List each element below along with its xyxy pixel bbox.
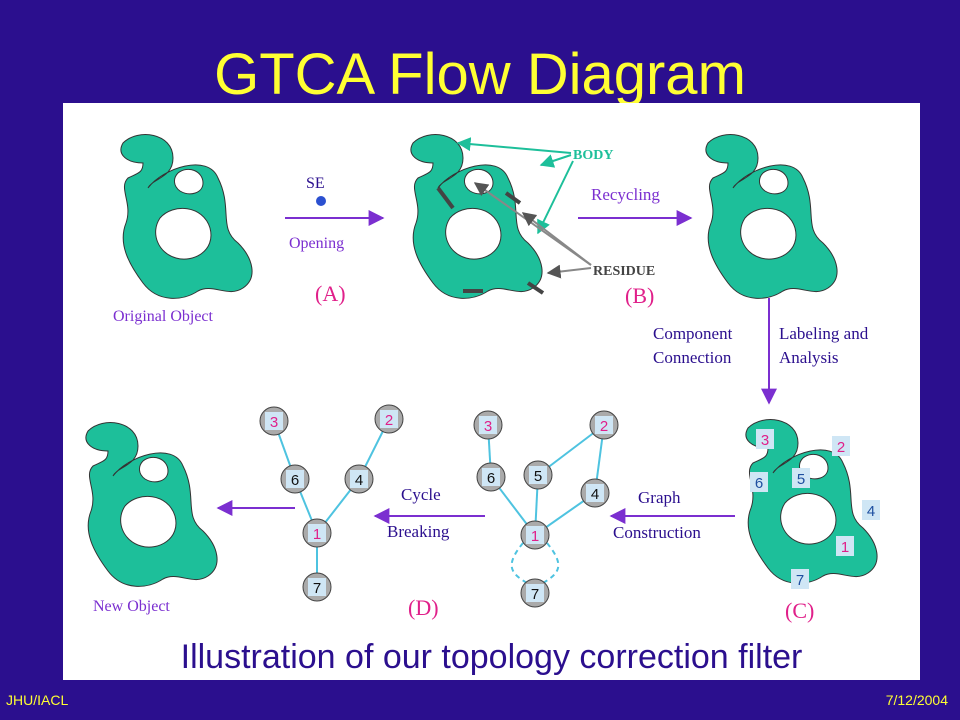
full-graph-node-label-4: 4 <box>591 486 599 503</box>
body-arrow-3 <box>537 160 574 235</box>
tree-graph-node-label-1: 1 <box>313 526 321 543</box>
footer-date: 7/12/2004 <box>885 692 948 708</box>
tree-graph-node-label-4: 4 <box>355 472 363 489</box>
full-graph-node-1: 1 <box>520 520 550 550</box>
full-graph-dashed-edge-2 <box>510 542 528 584</box>
residue-arrow-2 <box>521 212 592 266</box>
slide-title: GTCA Flow Diagram <box>214 42 746 107</box>
full-graph-node-5: 5 <box>523 460 553 490</box>
new-object-label: New Object <box>93 598 170 615</box>
tree-graph-node-1: 1 <box>302 518 332 548</box>
body-arrow-1 <box>456 137 572 154</box>
tree-graph-node-label-7: 7 <box>313 580 321 597</box>
svg-text:7: 7 <box>796 572 804 589</box>
residue-label: RESIDUE <box>593 264 655 279</box>
tree-graph-node-label-2: 2 <box>385 412 393 429</box>
original-object-shape <box>120 134 253 299</box>
component-label-1: 1 <box>836 536 854 556</box>
full-graph-node-label-1: 1 <box>531 528 539 545</box>
full-graph-node-6: 6 <box>476 462 506 492</box>
component-label-5: 5 <box>792 468 810 488</box>
full-graph-node-3: 3 <box>473 410 503 440</box>
tree-graph-node-label-6: 6 <box>291 472 299 489</box>
analysis-label: Analysis <box>779 348 839 367</box>
tree-graph-node-label-3: 3 <box>270 414 278 431</box>
tree-graph-node-7: 7 <box>302 572 332 602</box>
tree-graph-node-2: 2 <box>374 404 404 434</box>
component-label-4: 4 <box>862 500 880 520</box>
component-label-7: 7 <box>791 569 809 589</box>
svg-text:2: 2 <box>837 439 845 456</box>
component-label-6: 6 <box>750 472 768 492</box>
svg-text:5: 5 <box>797 471 805 488</box>
diagram-panel: Original Object SE Opening (A) BODY RESI… <box>63 103 920 680</box>
full-graph-dashed-edge <box>542 542 560 584</box>
breaking-label: Breaking <box>387 522 450 541</box>
tree-graph-node-4: 4 <box>344 464 374 494</box>
footer-org: JHU/IACL <box>6 692 69 708</box>
body-residue-shape <box>410 134 545 299</box>
connection-label: Connection <box>653 348 732 367</box>
body-arrow-2 <box>539 154 572 168</box>
recycling-label: Recycling <box>591 185 660 204</box>
full-graph-node-label-3: 3 <box>484 418 492 435</box>
svg-text:6: 6 <box>755 475 763 492</box>
construction-label: Construction <box>613 523 701 542</box>
component-label: Component <box>653 324 733 343</box>
new-object-shape <box>85 422 218 587</box>
original-object-label: Original Object <box>113 308 214 325</box>
full-graph-node-2: 2 <box>589 410 619 440</box>
figure-caption: Illustration of our topology correction … <box>180 638 803 676</box>
svg-text:3: 3 <box>761 432 769 449</box>
svg-text:1: 1 <box>841 539 849 556</box>
component-labels: 3 2 6 5 4 1 7 <box>750 429 880 589</box>
tree-graph-node-6: 6 <box>280 464 310 494</box>
full-graph-node-label-6: 6 <box>487 470 495 487</box>
step-a-label: (A) <box>315 281 346 306</box>
opening-label: Opening <box>289 235 344 252</box>
full-graph-node-7: 7 <box>520 578 550 608</box>
graph-label: Graph <box>638 488 681 507</box>
se-dot-icon <box>316 196 326 206</box>
labeling-and-label: Labeling and <box>779 324 869 343</box>
step-b-label: (B) <box>625 283 654 308</box>
full-graph-node-label-7: 7 <box>531 586 539 603</box>
step-d-label: (D) <box>408 595 439 620</box>
residue-arrow-3 <box>546 264 592 279</box>
body-label: BODY <box>573 148 613 163</box>
recycled-object-shape <box>705 134 838 299</box>
cycle-label: Cycle <box>401 485 441 504</box>
step-c-label: (C) <box>785 598 814 623</box>
full-graph: 3 2 6 5 4 1 7 <box>473 410 619 608</box>
component-label-3: 3 <box>756 429 774 449</box>
component-label-2: 2 <box>832 436 850 456</box>
full-graph-node-label-2: 2 <box>600 418 608 435</box>
se-label: SE <box>306 175 325 192</box>
svg-text:4: 4 <box>867 503 875 520</box>
flow-diagram: Original Object SE Opening (A) BODY RESI… <box>85 134 880 623</box>
full-graph-node-label-5: 5 <box>534 468 542 485</box>
full-graph-node-4: 4 <box>580 478 610 508</box>
tree-graph-node-3: 3 <box>259 406 289 436</box>
tree-graph: 3 2 6 4 1 7 <box>259 404 404 602</box>
